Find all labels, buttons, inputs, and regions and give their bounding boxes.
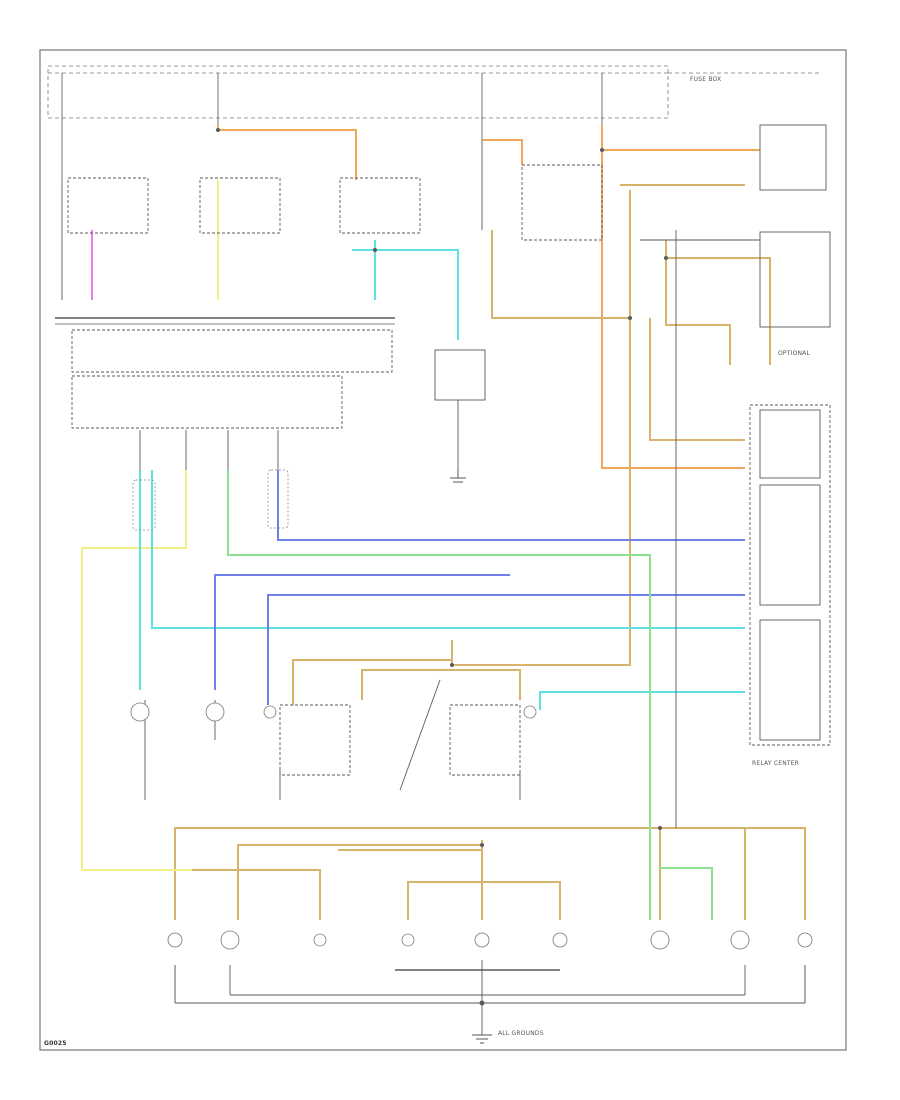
fuse-box-label: FUSE BOX [690,76,722,83]
fuse-drops [61,73,603,180]
wire-cyan [139,240,745,710]
wire-blue [214,470,745,705]
harness-bundles [132,469,289,531]
wire-yellow [81,180,219,871]
ground-icon [450,470,492,1044]
wire-green [227,470,713,920]
splice-points [216,128,668,1006]
diagram-border [39,49,847,1051]
ground-label: ALL GROUNDS [498,1030,544,1037]
wire-orange [217,125,760,469]
diagram-code: G0025 [44,1040,67,1047]
wire-black [55,124,831,1035]
lamp-symbols [130,702,813,950]
fuse-box-section [47,65,820,119]
optional-label: OPTIONAL [778,350,811,357]
wire-tan [174,184,806,920]
relay-center-label: RELAY CENTER [752,760,800,767]
